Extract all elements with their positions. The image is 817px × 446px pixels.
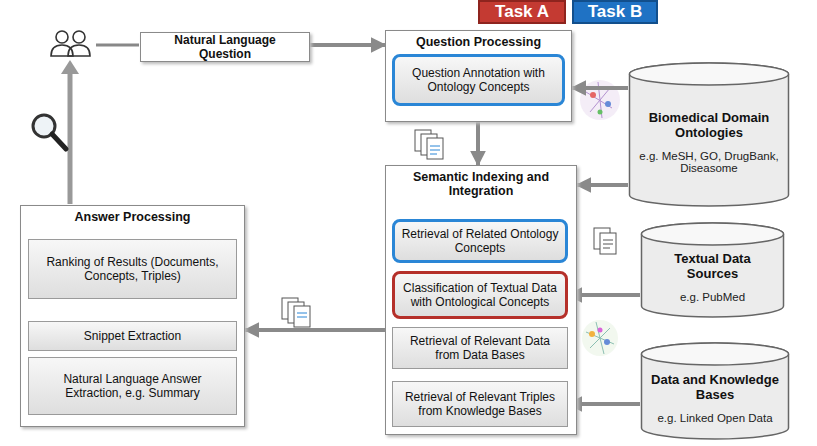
node-label: Snippet Extraction: [84, 329, 181, 343]
node-label: Natural Language Answer Extraction, e.g.…: [35, 372, 230, 400]
task-box: Ranking of Results (Documents, Concepts,…: [28, 239, 237, 299]
return-arrow: [68, 72, 73, 204]
document-icon: [282, 298, 310, 327]
connector-line: [96, 44, 139, 47]
flow-arrow: [245, 328, 385, 332]
flow-arrow: [568, 402, 640, 406]
node-label: Retrieval of Related Ontology Concepts: [401, 227, 559, 255]
task-tab: Task A: [478, 0, 566, 24]
task-box: Snippet Extraction: [28, 321, 237, 351]
users-icon: [51, 31, 90, 56]
task-box: Question Annotation with Ontology Concep…: [392, 54, 565, 106]
arrow-head: [61, 60, 79, 74]
node-label: Classification of Textual Data with Onto…: [401, 281, 559, 309]
task-box: Retrieval of Relevant Triples from Knowl…: [392, 381, 568, 427]
node-label: Question Annotation with Ontology Concep…: [401, 66, 556, 94]
node-note: e.g. MeSH, GO, DrugBank, Diseasome: [636, 150, 782, 174]
node-label: Task A: [495, 2, 549, 22]
node-label: Natural Language Question: [147, 33, 303, 61]
node-label: Textual Data Sources: [648, 251, 777, 281]
document-icon: [415, 130, 443, 159]
node-label: Ranking of Results (Documents, Concepts,…: [35, 255, 230, 283]
node-label: Biomedical Domain Ontologies: [636, 110, 782, 140]
stage-heading: Answer Processing: [21, 206, 244, 224]
database-cylinder: Textual Data Sources e.g. PubMed: [640, 222, 785, 318]
node-label: Retrieval of Relevant Triples from Knowl…: [399, 390, 561, 418]
flow-arrow: [476, 122, 480, 165]
task-box: Natural Language Answer Extraction, e.g.…: [28, 357, 237, 415]
stage-box: Answer ProcessingRanking of Results (Doc…: [20, 205, 245, 427]
input-box: Natural Language Question: [140, 32, 310, 62]
database-cylinder: Biomedical Domain Ontologies e.g. MeSH, G…: [628, 62, 790, 207]
database-cylinder: Data and Knowledge Bases e.g. Linked Open…: [640, 342, 790, 440]
magnifier-icon: [33, 115, 66, 149]
group-outline: [23, 316, 242, 421]
document-icon: [594, 228, 616, 254]
node-note: e.g. PubMed: [680, 291, 745, 303]
stage-heading: Question Processing: [386, 31, 571, 49]
task-box: Retrieval of Relevant Data from Data Bas…: [392, 327, 568, 369]
flow-arrow: [310, 43, 385, 47]
node-label: Retrieval of Relevant Data from Data Bas…: [399, 334, 561, 362]
flow-arrow: [572, 86, 628, 90]
stage-box: Question ProcessingQuestion Annotation w…: [385, 30, 572, 122]
stage-box: Semantic Indexing and IntegrationRetriev…: [385, 165, 577, 435]
node-label: Data and Knowledge Bases: [648, 372, 782, 402]
flow-arrow: [568, 293, 640, 297]
network-graph: [582, 320, 618, 356]
node-note: e.g. Linked Open Data: [657, 412, 772, 424]
flow-arrow: [577, 183, 628, 187]
task-box: Retrieval of Related Ontology Concepts: [392, 219, 568, 263]
task-box: Classification of Textual Data with Onto…: [392, 271, 568, 319]
stage-heading: Semantic Indexing and Integration: [386, 166, 576, 198]
node-label: Task B: [588, 2, 643, 22]
task-tab: Task B: [572, 0, 658, 24]
